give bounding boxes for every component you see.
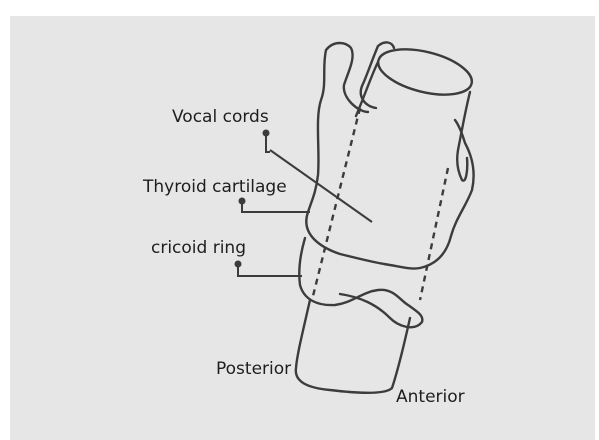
cricoid-ring-leader — [238, 264, 302, 276]
laryngeal-inlet-ellipse — [374, 41, 477, 103]
trachea-outline — [296, 300, 410, 393]
posterior-label: Posterior — [216, 359, 291, 379]
cricoid-ring-label: cricoid ring — [151, 238, 246, 258]
thyroid-cartilage-outline — [306, 43, 473, 269]
vocal-cords-label: Vocal cords — [172, 107, 269, 127]
dashed-line-anterior — [420, 168, 448, 300]
thyroid-cartilage-label: Thyroid cartilage — [142, 177, 287, 197]
anterior-label: Anterior — [396, 387, 465, 407]
thyroid-cartilage-leader — [242, 201, 310, 212]
cricoid-ring-outline — [299, 238, 422, 327]
